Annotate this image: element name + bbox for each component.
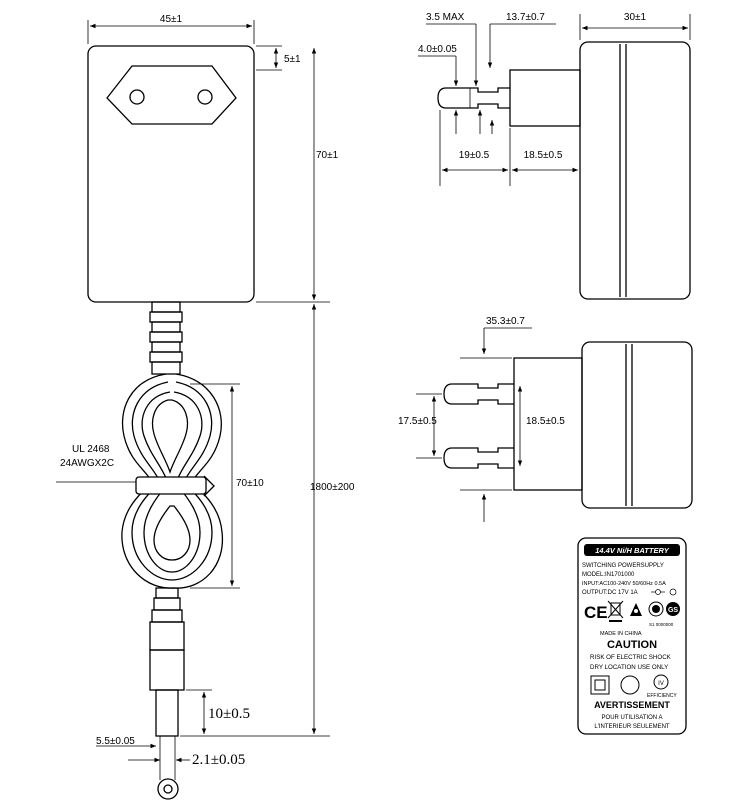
adapter-body xyxy=(87,45,255,303)
rating-label: 14.4V Ni/H BATTERY SWITCHING POWERSUPPLY… xyxy=(577,537,687,735)
efficiency-text: EFFICIENCY xyxy=(647,693,677,699)
pin-max-dim-label: 3.5 MAX xyxy=(426,12,465,23)
plug-inner-dim-label: 2.1±0.05 xyxy=(192,752,245,768)
svg-text:GS: GS xyxy=(668,607,678,614)
prong-base xyxy=(509,69,581,127)
top-view: 35.3±0.7 17.5±0.5 18.5±0.5 xyxy=(398,316,693,522)
polarity-icon xyxy=(651,588,677,596)
indoor-use-icon xyxy=(620,675,640,695)
safety-triangle-icon xyxy=(630,603,642,616)
label-line4: OUTPUT:DC 17V 1A xyxy=(582,590,638,596)
plug-outer-dim-label: 5.5±0.05 xyxy=(96,736,135,747)
depth-dim-label: 30±1 xyxy=(624,12,647,23)
gs-mark-icon: GS xyxy=(666,602,680,616)
label-banner-bg xyxy=(584,544,680,556)
ce-mark-icon: CE xyxy=(584,603,608,622)
efficiency-mark: IV xyxy=(658,681,664,687)
warn-line2: DRY LOCATION USE ONLY xyxy=(590,664,668,671)
strain-relief xyxy=(149,301,183,375)
weee-bin-icon xyxy=(607,600,624,622)
coiled-cable xyxy=(121,373,224,589)
front-view: 45±1 5±1 70±1 xyxy=(56,14,355,800)
width-dim-label: 45±1 xyxy=(160,14,183,25)
pin-offset-dim-label: 5±1 xyxy=(284,54,301,65)
prong-upper xyxy=(443,383,514,405)
prong xyxy=(437,87,510,109)
label-line2: MODEL:IN1701000 xyxy=(582,572,635,578)
inner-spacing-dim-label: 18.5±0.5 xyxy=(526,416,565,427)
cable-tie xyxy=(135,476,207,495)
avertissement-heading: AVERTISSEMENT xyxy=(594,700,670,710)
double-insulation-icon xyxy=(590,675,610,695)
label-banner: 14.4V Ni/H BATTERY xyxy=(595,546,669,555)
pin-tip-dim-label: 4.0±0.05 xyxy=(418,44,457,55)
label-line3: INPUT:AC100-240V 50/60Hz 0.5A xyxy=(582,581,666,587)
fr-line1: POUR UTILISATION A xyxy=(602,715,663,721)
side-housing xyxy=(579,41,691,300)
euro-plug-face xyxy=(106,65,237,125)
made-in: MADE IN CHINA xyxy=(600,631,642,637)
pin-length-dim-label: 13.7±0.7 xyxy=(506,12,545,23)
efficiency-mark-icon xyxy=(653,674,669,690)
label-line1: SWITCHING POWERSUPPLY xyxy=(582,563,664,569)
prong-base-dim-label: 18.5±0.5 xyxy=(524,150,563,161)
cable-spec-line1: UL 2468 xyxy=(72,444,110,455)
pin-hole-right xyxy=(197,89,213,105)
pin-spacing-dim-label: 35.3±0.7 xyxy=(486,316,525,327)
pin-hole-left xyxy=(129,89,145,105)
coil-length-dim-label: 70±10 xyxy=(236,478,264,489)
prong-lower xyxy=(443,447,514,469)
side-view: 30±1 3.5 MAX 13.7±0.7 4.0±0.05 19±0.5 18… xyxy=(418,12,691,300)
approval-circle-icon xyxy=(648,601,664,617)
body-height-dim-label: 70±1 xyxy=(316,150,339,161)
cert-number: S1 0000000 xyxy=(649,622,674,627)
pin-total-dim-label: 19±0.5 xyxy=(459,150,490,161)
top-housing xyxy=(581,341,693,509)
outer-spacing-dim-label: 17.5±0.5 xyxy=(398,416,437,427)
warn-line1: RISK OF ELECTRIC SHOCK xyxy=(590,654,672,661)
cable-spec-line2: 24AWGX2C xyxy=(60,458,114,469)
plug-length-dim-label: 10±0.5 xyxy=(208,706,250,722)
fr-line2: L'INTERIEUR SEULEMENT xyxy=(594,724,669,730)
cable-length-dim-label: 1800±200 xyxy=(310,482,355,493)
dc-plug xyxy=(149,587,185,800)
caution-heading: CAUTION xyxy=(607,639,657,651)
top-prong-base xyxy=(513,357,583,491)
